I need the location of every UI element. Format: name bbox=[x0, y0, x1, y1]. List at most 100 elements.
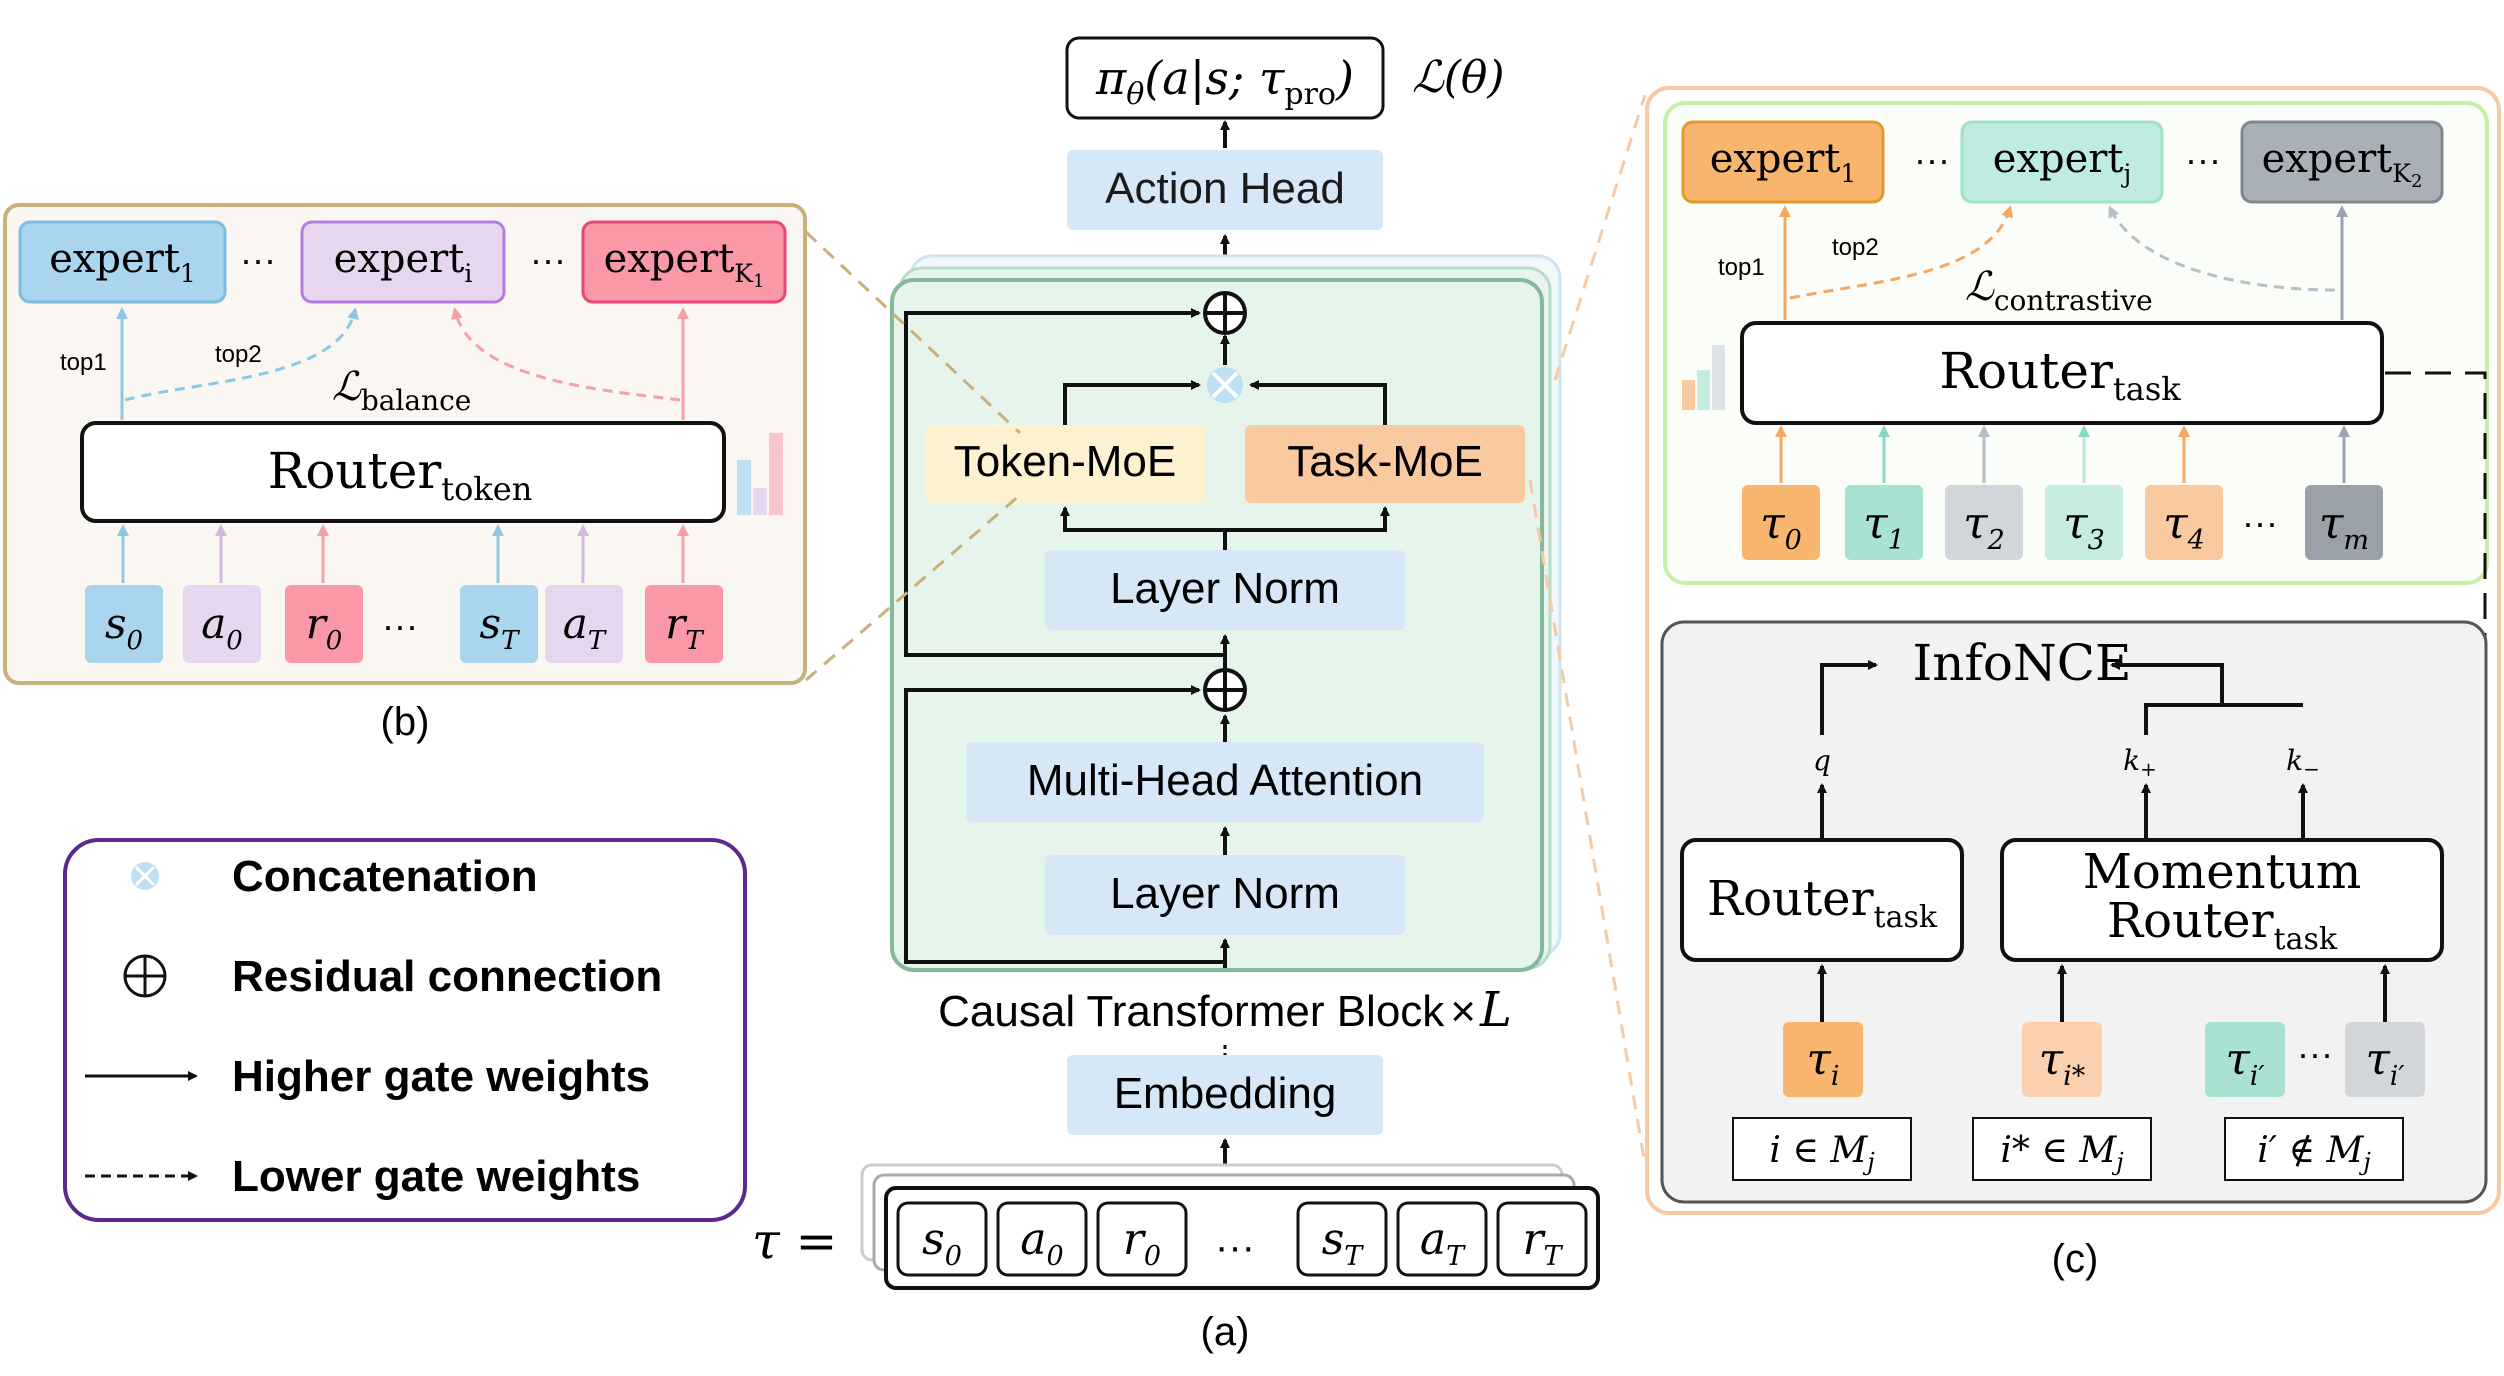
membership-label-0: i ∈ Mj bbox=[1769, 1130, 1875, 1176]
task-input-label-1: τ1 bbox=[1863, 498, 1905, 556]
legend: Concatenation Residual connection Higher… bbox=[63, 838, 747, 1222]
q-label: q bbox=[1813, 744, 1831, 777]
trajectory-token-2 bbox=[1096, 1201, 1188, 1277]
token-input-label-0: s0 bbox=[105, 599, 143, 656]
multi-head-attention-box bbox=[966, 742, 1484, 822]
task-input-label-4: τ4 bbox=[2163, 498, 2205, 556]
contrastive-input-label-0: τi bbox=[1807, 1034, 1840, 1092]
task-gate-weights-bar-icon bbox=[1682, 345, 1725, 410]
gate-weights-bar-icon bbox=[737, 433, 783, 515]
residual-loop-top bbox=[904, 308, 1225, 657]
momentum-label: Momentum bbox=[2083, 844, 2362, 900]
action-head-box bbox=[1067, 150, 1383, 230]
task-input-dots: ··· bbox=[2242, 502, 2278, 543]
momentum-router-box bbox=[2000, 838, 2444, 962]
residual-loop-bottom bbox=[904, 685, 1225, 964]
contrastive-input-2 bbox=[2205, 1022, 2285, 1097]
policy-loss-label: ℒ(θ) bbox=[1412, 52, 1505, 103]
trajectory-token-label-0: s0 bbox=[922, 1214, 962, 1272]
token-expert-label-0: expert1 bbox=[49, 236, 196, 288]
contrastive-input-dots: ··· bbox=[2297, 1033, 2333, 1074]
multi-head-attention-label: Multi-Head Attention bbox=[1027, 756, 1423, 805]
trajectory-dots: ··· bbox=[1215, 1225, 1255, 1269]
panel-a: πθ(a|s; τpro) ℒ(θ) Action Head Token-MoE… bbox=[752, 36, 1600, 1354]
balance-loss-label: ℒbalance bbox=[332, 364, 471, 417]
task-expert-label-2: expertK2 bbox=[2262, 136, 2423, 192]
momentum-router-label: Routertask bbox=[2107, 893, 2338, 957]
task-expert-0 bbox=[1681, 120, 1885, 204]
router-token-box bbox=[80, 421, 726, 523]
top1-label-b: top1 bbox=[60, 349, 107, 376]
caption-b: (b) bbox=[381, 700, 430, 744]
token-input-label-5: rT bbox=[665, 599, 704, 656]
token-expert-0 bbox=[18, 220, 227, 304]
task-expert-label-0: expert1 bbox=[1710, 136, 1857, 188]
layer-norm-top-box bbox=[1045, 550, 1405, 630]
router-task-query-label: Routertask bbox=[1707, 871, 1938, 935]
task-input-label-5: τm bbox=[2319, 498, 2369, 556]
contrastive-input-3 bbox=[2345, 1022, 2425, 1097]
task-expert-dots-right: ··· bbox=[2185, 139, 2221, 180]
legend-frame bbox=[63, 838, 747, 1222]
contrastive-input-label-1: τi* bbox=[2039, 1034, 2086, 1092]
layer-norm-bottom-label: Layer Norm bbox=[1110, 869, 1340, 918]
legend-higher-label: Higher gate weights bbox=[232, 1052, 650, 1101]
router-task-top-box bbox=[1740, 321, 2384, 425]
token-input-4 bbox=[545, 585, 623, 663]
token-expert-label-1: experti bbox=[334, 236, 473, 288]
task-moe-box bbox=[1245, 425, 1525, 503]
token-input-2 bbox=[285, 585, 363, 663]
tau-equals: τ = bbox=[752, 1212, 837, 1270]
token-moe-label: Token-MoE bbox=[954, 437, 1177, 486]
expert-dots-left: ··· bbox=[240, 239, 276, 280]
router-task-query-box bbox=[1680, 838, 1964, 962]
membership-box-2 bbox=[2224, 1117, 2404, 1181]
block-label: Causal Transformer Block×L bbox=[938, 982, 1512, 1038]
legend-residual-label: Residual connection bbox=[232, 952, 662, 1001]
token-input-label-2: r0 bbox=[306, 599, 343, 656]
contrastive-input-1 bbox=[2022, 1022, 2102, 1097]
contrastive-input-label-3: τi′ bbox=[2365, 1034, 2404, 1092]
token-input-dots: ··· bbox=[382, 605, 418, 646]
trajectory-token-0 bbox=[896, 1201, 988, 1277]
embedding-label: Embedding bbox=[1114, 1069, 1337, 1118]
task-expert-2 bbox=[2240, 120, 2444, 204]
legend-concat-label: Concatenation bbox=[232, 852, 538, 901]
caption-c: (c) bbox=[2052, 1237, 2099, 1281]
task-input-label-0: τ0 bbox=[1760, 498, 1802, 556]
token-input-label-4: aT bbox=[563, 599, 607, 656]
token-expert-2 bbox=[581, 220, 787, 304]
layer-norm-top-label: Layer Norm bbox=[1110, 564, 1340, 613]
contrastive-loss-label: ℒcontrastive bbox=[1965, 264, 2153, 317]
trajectory-token-1 bbox=[996, 1201, 1088, 1277]
task-input-5 bbox=[2305, 485, 2383, 560]
top2-label-c: top2 bbox=[1832, 234, 1879, 261]
trajectory-token-label-5: rT bbox=[1522, 1214, 1563, 1272]
token-input-1 bbox=[183, 585, 261, 663]
membership-box-0 bbox=[1732, 1117, 1912, 1181]
token-moe-box bbox=[925, 425, 1205, 503]
token-expert-label-2: expertK1 bbox=[604, 236, 765, 292]
expert-dots-right: ··· bbox=[530, 239, 566, 280]
contrastive-task-inputs: τi τi* τi′ τi′ bbox=[1783, 1022, 2425, 1097]
task-input-3 bbox=[2045, 485, 2123, 560]
token-input-3 bbox=[460, 585, 538, 663]
token-input-label-1: a0 bbox=[201, 599, 243, 656]
task-input-0 bbox=[1742, 485, 1820, 560]
token-expert-1 bbox=[300, 220, 506, 304]
task-input-label-3: τ3 bbox=[2063, 498, 2105, 556]
contrastive-input-label-2: τi′ bbox=[2225, 1034, 2264, 1092]
contrastive-input-0 bbox=[1783, 1022, 1863, 1097]
token-input-0 bbox=[85, 585, 163, 663]
trajectory-token-label-1: a0 bbox=[1020, 1214, 1063, 1272]
task-expert-1 bbox=[1960, 120, 2164, 204]
embedding-box bbox=[1067, 1055, 1383, 1135]
trajectory-token-label-4: aT bbox=[1420, 1214, 1466, 1272]
action-head-label: Action Head bbox=[1105, 164, 1345, 213]
router-token-label: Routertoken bbox=[268, 442, 533, 508]
top1-label-c: top1 bbox=[1718, 254, 1765, 281]
